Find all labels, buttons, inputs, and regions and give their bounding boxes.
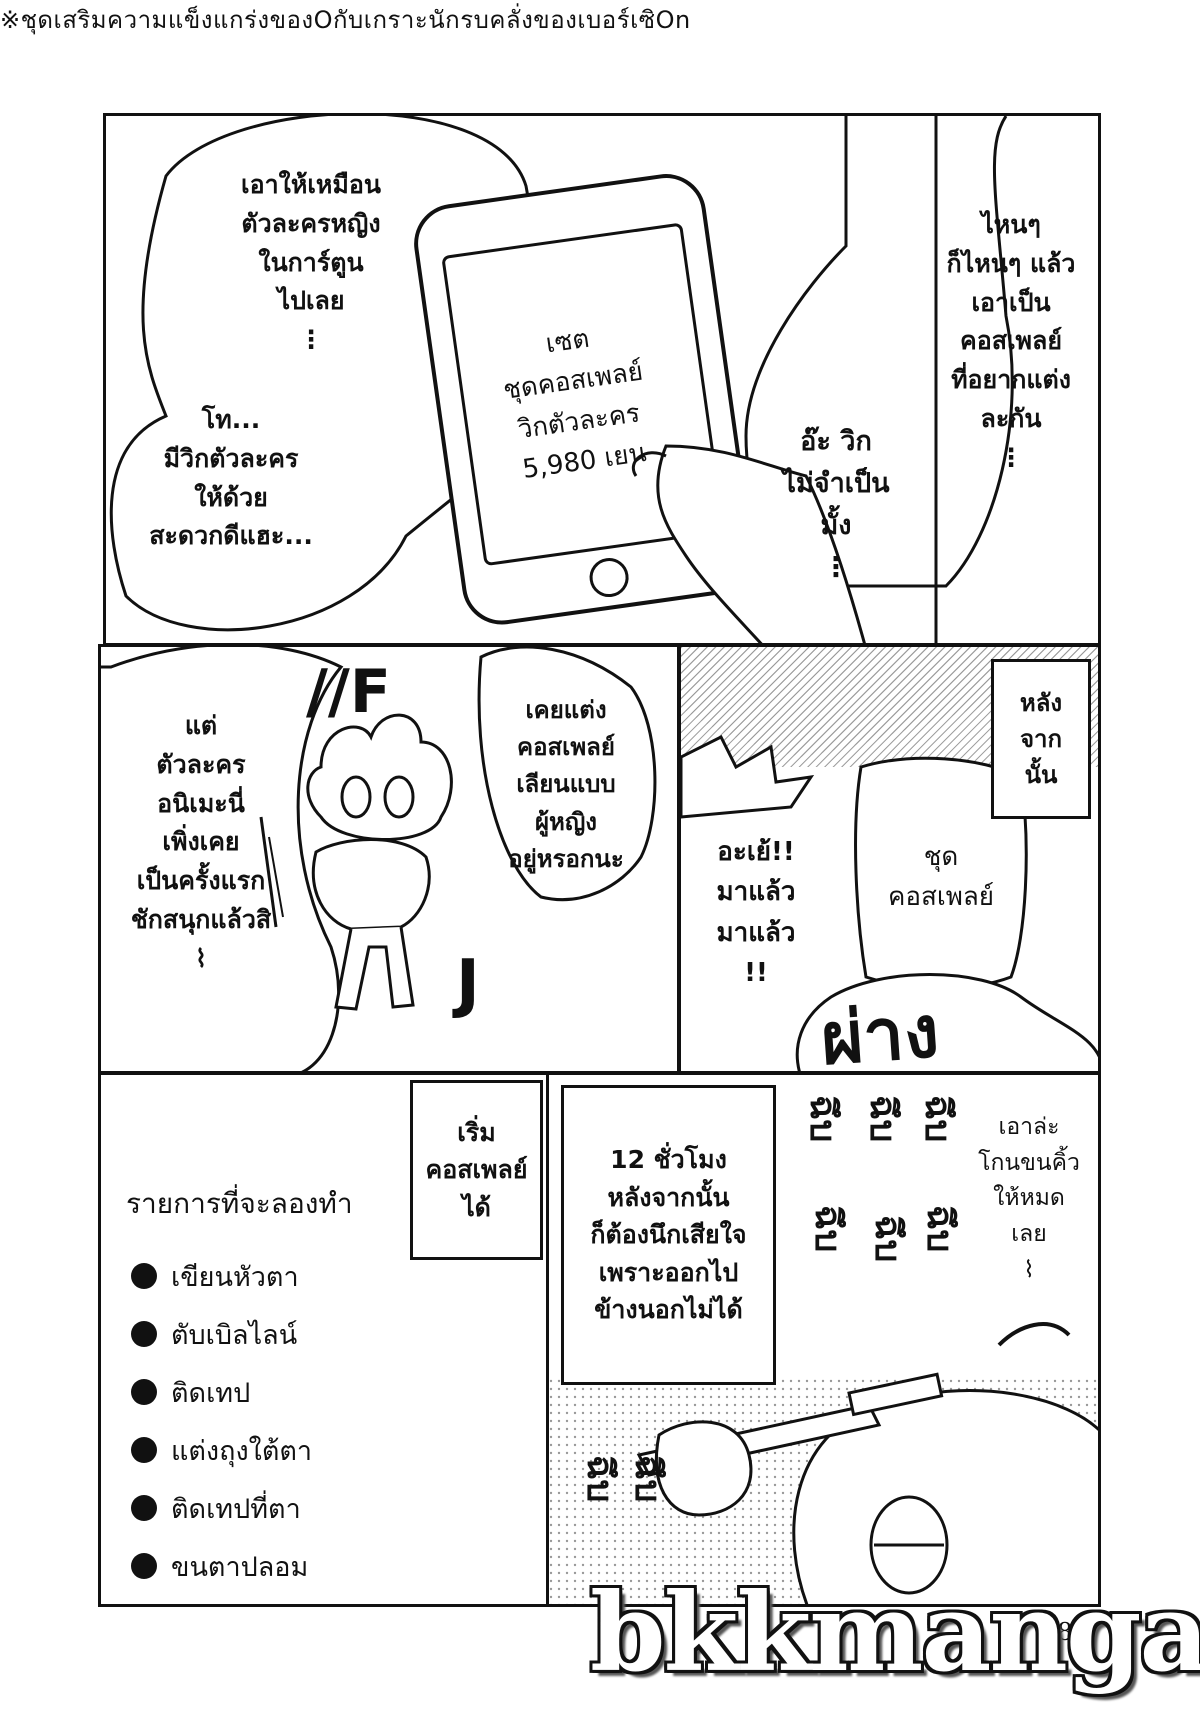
speech-bubble-right-top: ไหนๆ ก็ไหนๆ แล้ว เอาเป็น คอสเพลย์ ที่อยา… [946, 210, 1076, 472]
sfx-buzz: ฉึบ [862, 1095, 903, 1143]
list-item: ติดเทปที่ตา [131, 1479, 312, 1537]
sfx-top: //F [306, 657, 391, 727]
caption-after-that: หลัง จาก นั้น [991, 659, 1091, 819]
panel-7: 12 ชั่วโมง หลังจากนั้น ก็ต้องนึกเสียใจ เ… [546, 1072, 1101, 1607]
speech-bubble-right-mid: อ๊ะ วิก ไม่จำเป็น มั้ง ⋮ [782, 426, 890, 583]
top-note: ※ชุดเสริมความแข็งแกร่งของOกับเกราะนักรบค… [0, 6, 691, 34]
sfx-buzz: ฉึบ [807, 1205, 848, 1253]
watermark-logo: bkkmanga [590, 1570, 1200, 1696]
bullet-icon [131, 1263, 157, 1289]
caption-start-cosplay: เริ่ม คอสเพลย์ ได้ [410, 1080, 543, 1260]
bullet-icon [131, 1495, 157, 1521]
sfx-buzz: ฉึบ [919, 1205, 960, 1253]
bullet-icon [131, 1379, 157, 1405]
bullet-icon [131, 1553, 157, 1579]
panel-7-art [549, 1322, 1098, 1604]
list-item: ติดเทป [131, 1363, 312, 1421]
sfx-buzz: ฉึบ [917, 1095, 958, 1143]
sfx-buzz: ฉึบ [802, 1095, 843, 1143]
speech-arrived: อะเย้!! มาแล้ว มาแล้ว !! [716, 837, 796, 988]
speech-bubble-panel-2: แต่ ตัวละคร อนิเมะนี่ เพิ่งเคย เป็นครั้ง… [130, 711, 272, 973]
sfx-bottom: J [456, 947, 480, 1021]
list-item: ขนตาปลอม [131, 1537, 312, 1595]
panel-4: หลัง จาก นั้น อะเย้!! มาแล้ว มาแล้ว !! ช… [678, 644, 1101, 1074]
list-item: ตับเบิลไลน์ [131, 1305, 312, 1363]
speech-bubble-left-bottom: โท... มีวิกตัวละคร ให้ด้วย สะดวกดีแฮะ... [149, 405, 313, 551]
speech-bubble-panel-3: เคยแต่ง คอสเพลย์ เลียนแบบ ผู้หญิง อยู่หร… [508, 696, 624, 873]
sfx-buzz: ฉึบ [867, 1215, 908, 1263]
list-item: แต่งถุงใต้ตา [131, 1421, 312, 1479]
panel-2-art [101, 647, 657, 1071]
sfx-buzz: ฉึบ [627, 1455, 668, 1503]
page-number: 182 [1042, 1618, 1088, 1646]
bullet-icon [131, 1321, 157, 1347]
bag-label: ชุด คอสเพลย์ [887, 842, 995, 913]
panel-1: เอาให้เหมือน ตัวละครหญิง ในการ์ตูน ไปเลย… [103, 113, 1101, 646]
todo-list: เขียนหัวตา ตับเบิลไลน์ ติดเทป แต่งถุงใต้… [131, 1247, 312, 1595]
list-item: เขียนหัวตา [131, 1247, 312, 1305]
panel-1-art [109, 116, 1014, 643]
speech-shave-eyebrows: เอาล่ะ โกนขนคิ้ว ให้หมด เลย ⌇ [978, 1114, 1080, 1283]
sfx-buzz: ฉึบ [579, 1455, 620, 1503]
caption-12-hours: 12 ชั่วโมง หลังจากนั้น ก็ต้องนึกเสียใจ เ… [561, 1085, 776, 1385]
sfx-whoosh: ผ่าง [818, 988, 942, 1074]
phone-screen-text: เซต ชุดคอสเพลย์ วิกตัวละคร 5,980 เยน [501, 323, 649, 485]
list-title: รายการที่จะลองทำ [126, 1187, 353, 1220]
panel-2: แต่ ตัวละคร อนิเมะนี่ เพิ่งเคย เป็นครั้ง… [98, 644, 680, 1074]
bullet-icon [131, 1437, 157, 1463]
speech-bubble-left-top: เอาให้เหมือน ตัวละครหญิง ในการ์ตูน ไปเลย… [241, 170, 381, 354]
